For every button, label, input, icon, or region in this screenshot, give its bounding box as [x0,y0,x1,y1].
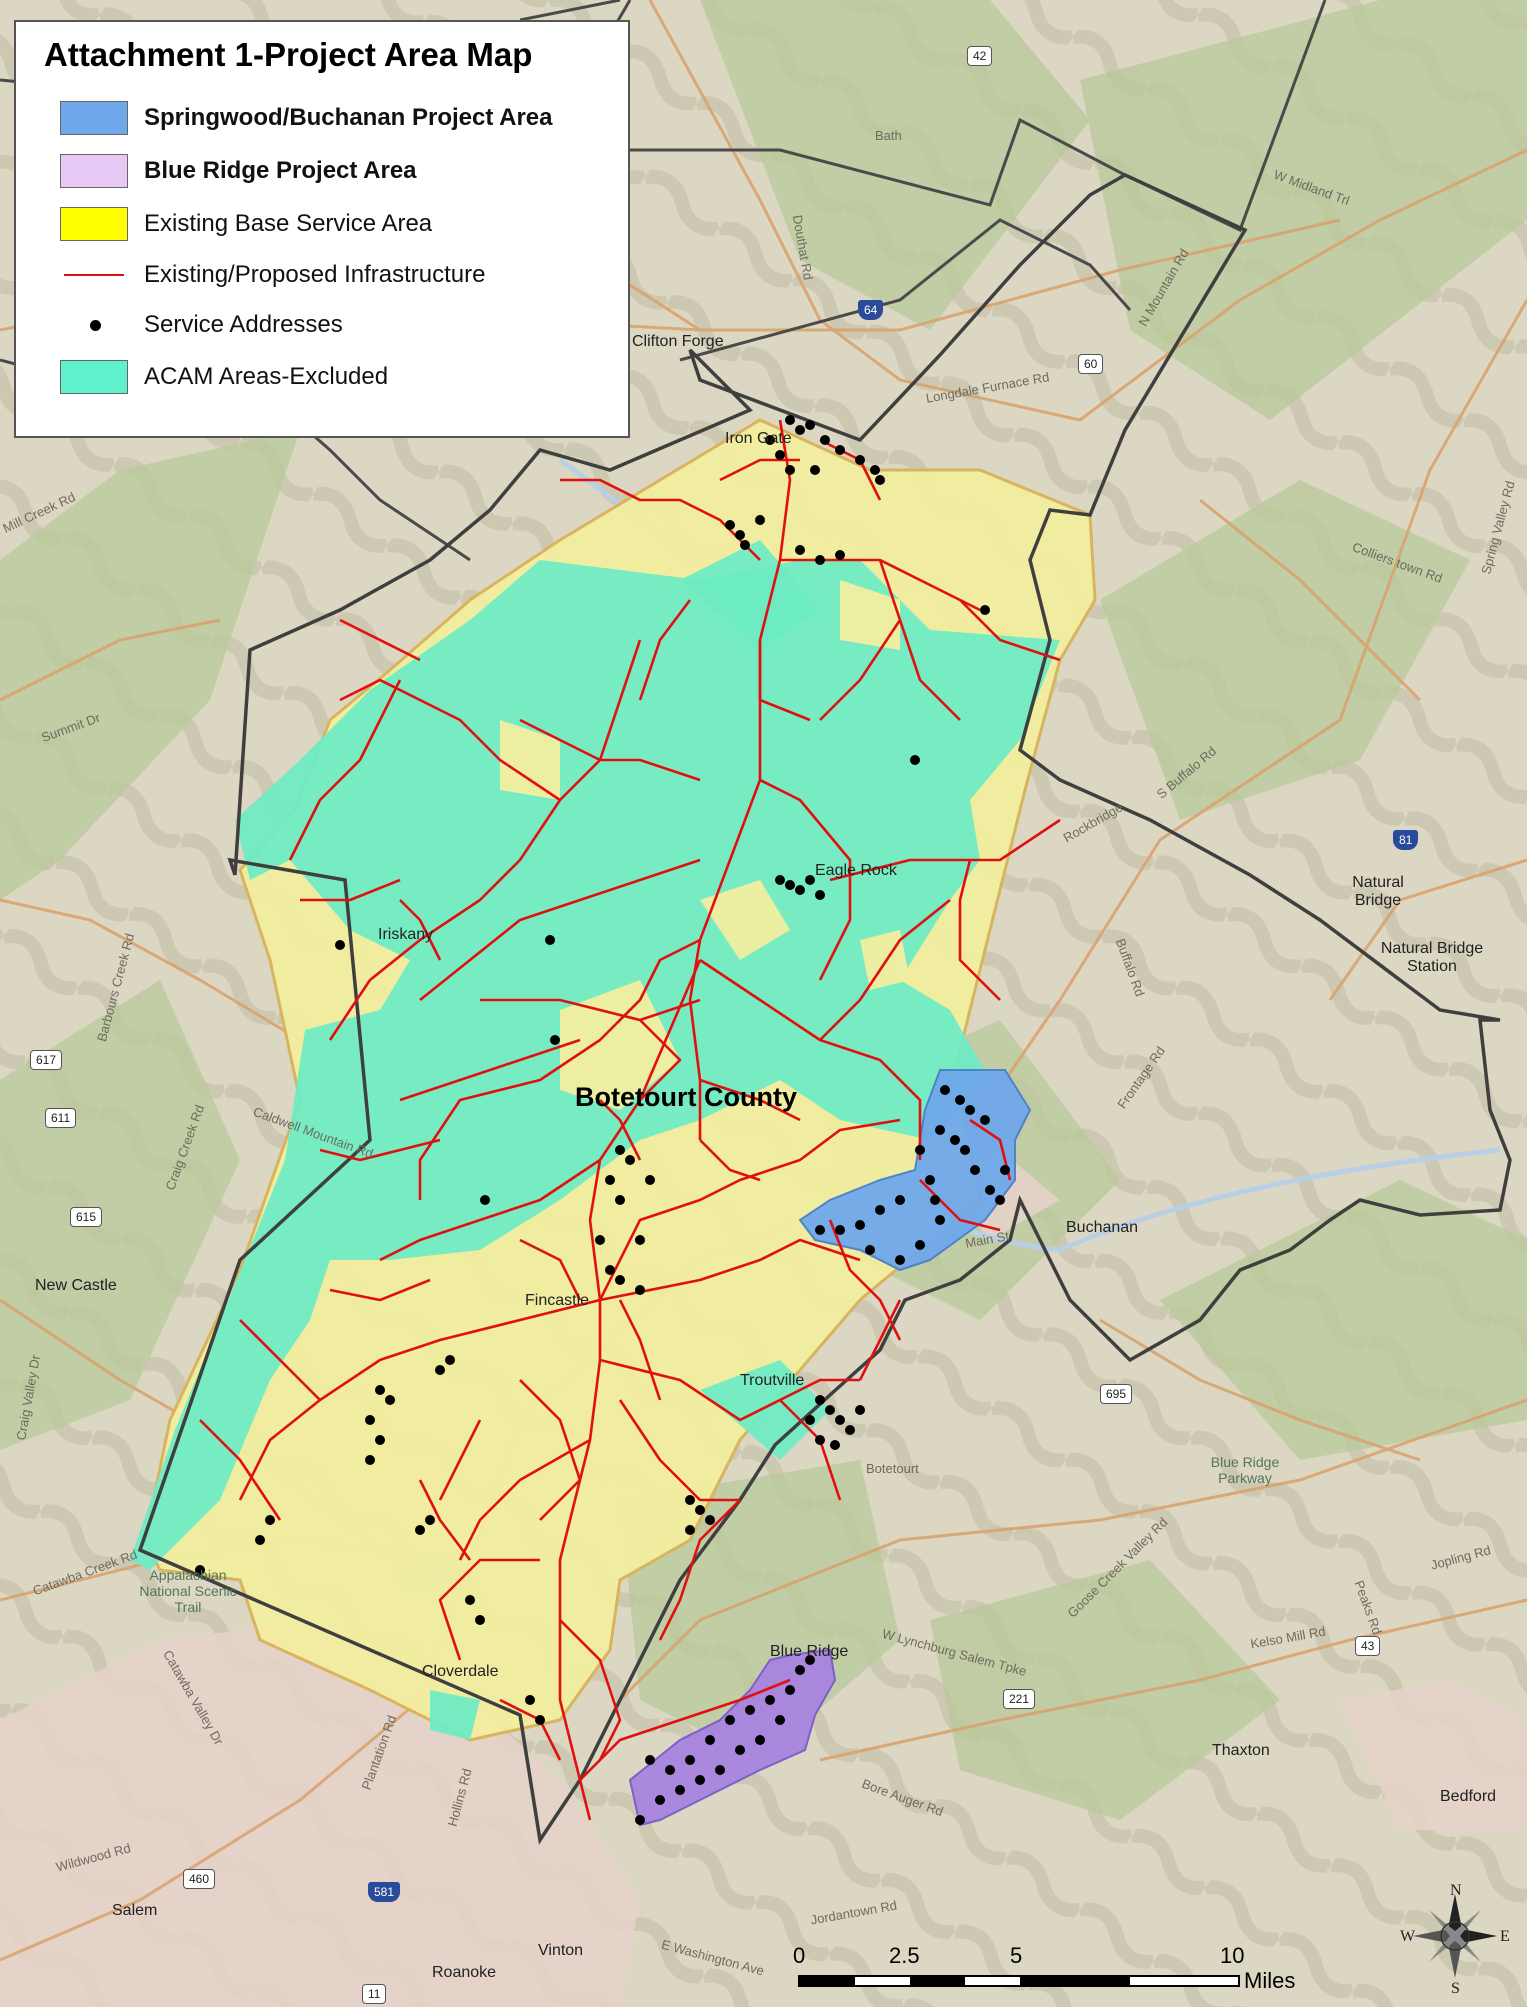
map-legend: Attachment 1-Project Area Map Springwood… [14,20,630,438]
legend-swatch-springwood-buchanan [60,101,128,135]
service-addresses [195,415,1010,1825]
legend-dot-icon [60,308,128,342]
compass-n: N [1450,1882,1462,1899]
place-blue-ridge: Blue Ridge [770,1643,849,1660]
compass-e: E [1500,1928,1510,1945]
route-shield-221: 221 [1003,1689,1036,1709]
place-natural-bridge-station: Natural Bridge Station [1380,940,1484,975]
scale-tick-10: 10 [1220,1943,1245,1968]
legend-item-infrastructure: Existing/Proposed Infrastructure [60,255,486,295]
legend-item-springwood-buchanan: Springwood/Buchanan Project Area [60,98,553,138]
place-bedford: Bedford [1440,1788,1497,1805]
legend-swatch-blue-ridge [60,154,128,188]
scale-seg [910,1977,965,1985]
route-shield-11: 11 [362,1984,387,2004]
compass-w: W [1400,1928,1416,1945]
acam-north-patch [430,540,830,1740]
route-shield-617: 617 [30,1050,63,1070]
route-shield-42: 42 [967,46,993,66]
place-appalachian-trail: Appalachian National Scenic Trail [139,1567,237,1615]
scale-tick-0: 0 [793,1943,806,1968]
legend-label: Blue Ridge Project Area [144,157,417,184]
scale-tick-5: 5 [1010,1943,1023,1968]
compass-s: S [1451,1980,1460,1997]
scale-unit: Miles [1244,1968,1296,1993]
route-shield-81: 81 [1393,830,1419,850]
place-vinton: Vinton [538,1942,584,1959]
place-troutville: Troutville [740,1372,805,1389]
legend-item-acam: ACAM Areas-Excluded [60,357,388,397]
place-buchanan: Buchanan [1066,1219,1139,1236]
legend-label: ACAM Areas-Excluded [144,363,389,390]
place-thaxton: Thaxton [1212,1742,1270,1759]
map-title: Attachment 1-Project Area Map [44,36,533,73]
scale-seg [800,1977,855,1985]
route-shield-695: 695 [1100,1384,1133,1404]
county-label: Botetourt County [575,1082,797,1112]
place-salem: Salem [112,1902,158,1919]
blue-ridge-project-area [628,1648,837,1827]
compass-rose-icon [1413,1894,1497,1978]
route-shield-64: 64 [858,300,884,320]
legend-item-base-service-area: Existing Base Service Area [60,204,432,244]
legend-label: Service Addresses [144,311,343,338]
legend-line-icon [60,258,128,292]
legend-label: Existing Base Service Area [144,210,433,237]
scale-bar [798,1975,1240,1987]
route-shield-460: 460 [183,1869,216,1889]
legend-label: Springwood/Buchanan Project Area [144,104,553,131]
place-iriskany: Iriskany [378,926,434,943]
service-area-islands [500,580,910,1110]
place-iron-gate: Iron Gate [725,430,792,447]
route-shield-60: 60 [1078,354,1104,374]
place-botetourt: Botetourt [866,1461,919,1476]
legend-label: Existing/Proposed Infrastructure [144,261,486,288]
route-shield-581: 581 [368,1882,401,1902]
place-roanoke: Roanoke [432,1964,497,1981]
place-cloverdale: Cloverdale [422,1663,499,1680]
springwood-buchanan-project-area [798,1069,1032,1272]
route-shield-611: 611 [45,1108,77,1128]
route-shield-615: 615 [70,1207,103,1227]
place-eagle-rock: Eagle Rock [815,862,897,879]
place-blue-ridge-parkway: Blue Ridge Parkway [1210,1454,1280,1486]
legend-swatch-acam [60,360,128,394]
route-shield-43: 43 [1355,1636,1381,1656]
legend-item-blue-ridge: Blue Ridge Project Area [60,151,417,191]
place-new-castle: New Castle [35,1277,117,1294]
place-natural-bridge: Natural Bridge [1352,874,1404,909]
legend-swatch-base-service-area [60,207,128,241]
scale-seg [1020,1977,1130,1985]
place-clifton-forge: Clifton Forge [632,333,724,350]
road-bath: Bath [875,128,902,143]
place-fincastle: Fincastle [525,1292,590,1309]
scale-tick-2-5: 2.5 [889,1943,920,1968]
legend-item-service-addresses: Service Addresses [60,305,343,345]
